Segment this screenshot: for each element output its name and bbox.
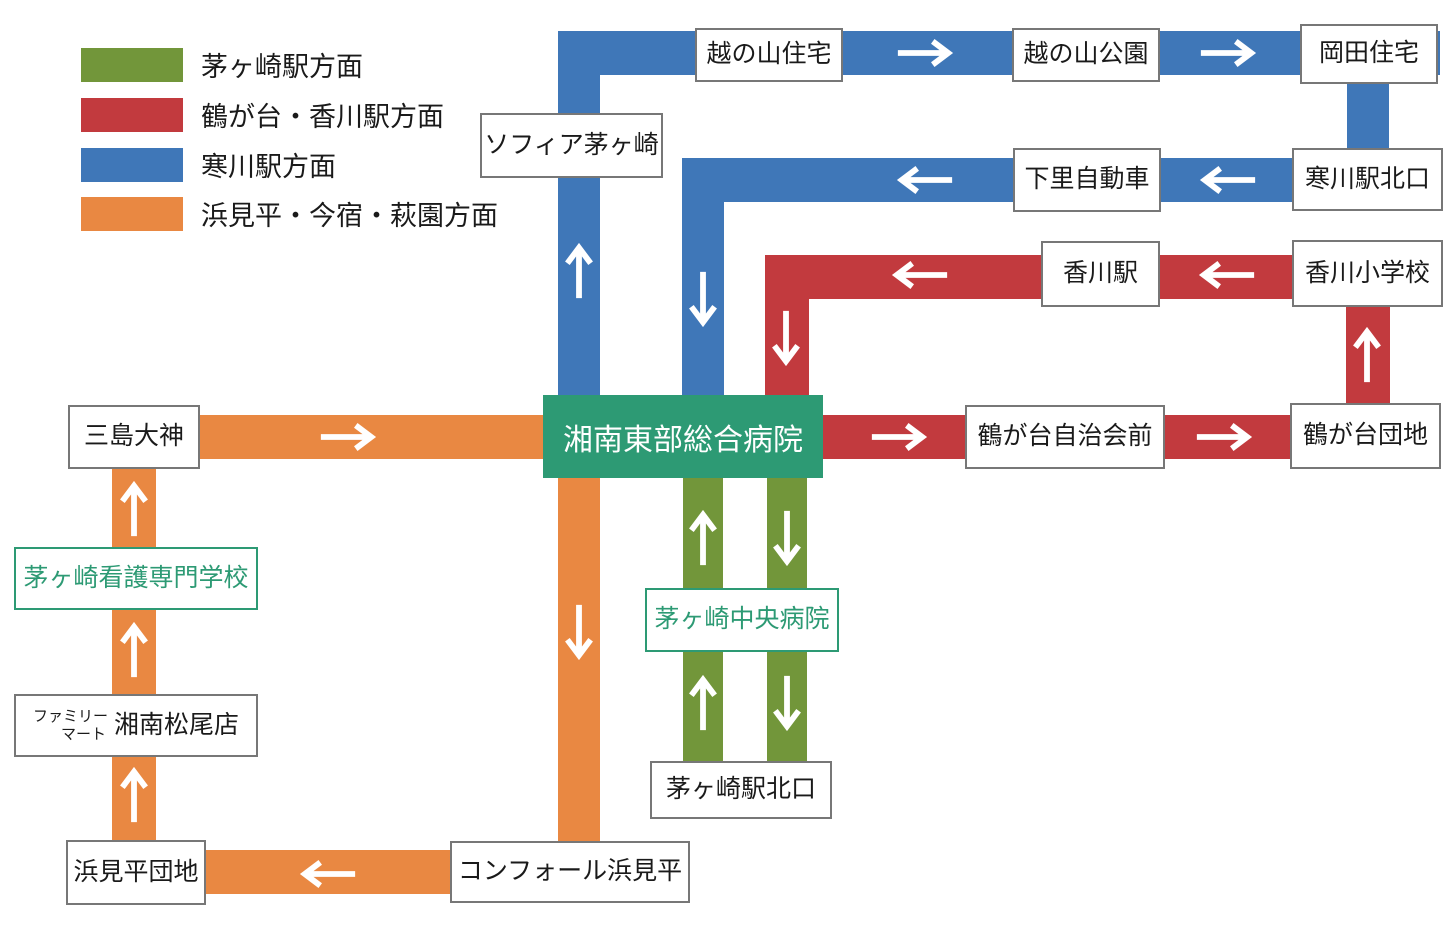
arrow-up-icon xyxy=(1351,324,1383,386)
arrow-down-icon xyxy=(770,307,802,369)
station-box-kagawa-eki: 香川駅 xyxy=(1041,241,1160,307)
legend-item-samukawa: 寒川駅方面 xyxy=(81,145,336,184)
arrow-down-icon xyxy=(771,507,803,569)
arrow-down-icon xyxy=(687,268,719,330)
arrow-down-icon xyxy=(563,601,595,663)
arrow-left-icon xyxy=(1197,164,1259,196)
arrow-left-icon xyxy=(297,858,359,890)
station-box-kagawa-shogakko: 香川小学校 xyxy=(1292,240,1443,307)
station-box-chigasaki-eki-kitaguchi: 茅ヶ崎駅北口 xyxy=(650,761,832,819)
legend-item-chigasaki: 茅ヶ崎駅方面 xyxy=(81,45,363,84)
arrow-up-icon xyxy=(563,240,595,302)
legend-item-tsurugadai-kagawa: 鶴が台・香川駅方面 xyxy=(81,95,444,134)
familymart-brand-label: ファミリー マート xyxy=(33,708,108,743)
legend-swatch-orange xyxy=(81,196,183,231)
station-box-tsurugadai-jichikaimae: 鶴が台自治会前 xyxy=(965,405,1165,469)
route-line-orange-hospital-vertical xyxy=(558,474,600,850)
station-box-shimozato-jidosha: 下里自動車 xyxy=(1013,148,1161,212)
legend-label: 鶴が台・香川駅方面 xyxy=(201,102,444,132)
arrow-up-icon xyxy=(118,619,150,681)
arrow-up-icon xyxy=(118,764,150,826)
station-box-samukawa-eki-kitaguchi: 寒川駅北口 xyxy=(1292,148,1443,211)
legend-swatch-blue xyxy=(81,147,183,182)
landmark-box-nursing-school: 茅ヶ崎看護専門学校 xyxy=(14,547,258,610)
arrow-right-icon xyxy=(1193,421,1255,453)
station-box-koshinoyama-jutaku: 越の山住宅 xyxy=(695,28,843,82)
station-box-tsurugadai-danchi: 鶴が台団地 xyxy=(1290,403,1441,469)
arrow-left-icon xyxy=(889,259,951,291)
familymart-brand-line1: ファミリー xyxy=(32,708,108,726)
station-box-sofia-chigasaki: ソフィア茅ヶ崎 xyxy=(480,113,663,178)
familymart-store-label: 湘南松尾店 xyxy=(114,710,240,739)
station-box-familymart-shonan-matsuo: ファミリー マート 湘南松尾店 xyxy=(14,694,258,757)
station-box-koshinoyama-koen: 越の山公園 xyxy=(1012,28,1160,82)
legend-label: 浜見平・今宿・萩園方面 xyxy=(201,201,498,231)
legend-swatch-green xyxy=(81,47,183,82)
route-line-blue-left-vertical xyxy=(558,31,600,398)
hub-box-shonan-tobu-hospital: 湘南東部総合病院 xyxy=(543,395,823,478)
arrow-left-icon xyxy=(894,164,956,196)
station-box-mishima-daijin: 三島大神 xyxy=(68,405,200,469)
legend-swatch-red xyxy=(81,97,183,132)
arrow-right-icon xyxy=(1197,37,1259,69)
arrow-down-icon xyxy=(771,672,803,734)
route-line-blue-okada-vertical xyxy=(1347,75,1389,160)
legend-item-hamamidaira: 浜見平・今宿・萩園方面 xyxy=(81,194,498,233)
legend-label: 茅ヶ崎駅方面 xyxy=(201,52,363,82)
arrow-left-icon xyxy=(1196,259,1258,291)
legend-label: 寒川駅方面 xyxy=(201,152,336,182)
arrow-up-icon xyxy=(687,672,719,734)
station-box-hamamidaira-danchi: 浜見平団地 xyxy=(66,840,206,905)
station-box-comfort-hamamidaira: コンフォール浜見平 xyxy=(450,841,690,903)
familymart-brand-line2: マート xyxy=(60,725,106,743)
arrow-right-icon xyxy=(868,421,930,453)
station-box-okada-jutaku: 岡田住宅 xyxy=(1300,24,1438,84)
arrow-up-icon xyxy=(118,478,150,540)
arrow-up-icon xyxy=(687,507,719,569)
arrow-right-icon xyxy=(894,37,956,69)
landmark-box-central-hospital: 茅ヶ崎中央病院 xyxy=(645,588,839,652)
arrow-right-icon xyxy=(317,421,379,453)
